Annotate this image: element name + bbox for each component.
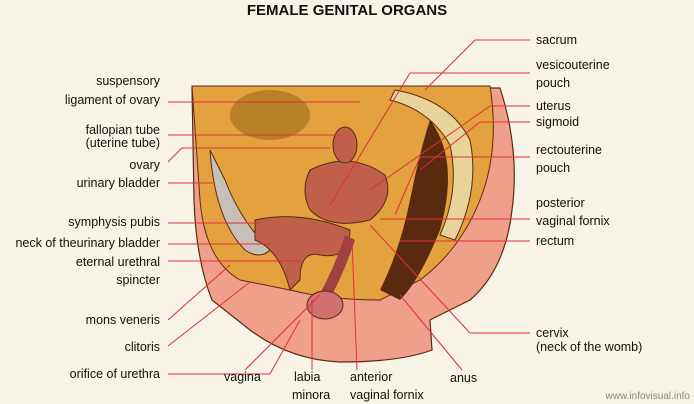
- label-minora: minora: [292, 388, 331, 402]
- watermark: www.infovisual.info: [605, 391, 690, 402]
- label-sacrum: sacrum: [536, 33, 577, 47]
- label-neck-of-womb: (neck of the womb): [536, 340, 643, 354]
- label-anterior-vaginal-fornix: vaginal fornix: [350, 388, 424, 402]
- label-urethral: eternal urethral: [75, 255, 160, 269]
- label-anterior: anterior: [350, 370, 393, 384]
- label-rectum: rectum: [536, 234, 575, 248]
- label-suspensory: suspensory: [96, 74, 160, 88]
- leader-lines: [167, 39, 530, 375]
- label-vesicouterine-pouch: pouch: [536, 76, 571, 90]
- label-posterior: posterior: [536, 196, 585, 210]
- sacrum-shape: [389, 89, 474, 241]
- label-neck-of-bladder: neck of theurinary bladder: [15, 236, 160, 250]
- labia-shape: [306, 290, 344, 320]
- label-labia: labia: [294, 370, 321, 384]
- label-fallopian-tube: fallopian tube: [85, 123, 160, 137]
- label-uterus: uterus: [536, 99, 571, 113]
- diagram-title: FEMALE GENITAL ORGANS: [246, 2, 448, 19]
- shadow: [230, 90, 310, 140]
- bladder-organ: [254, 216, 351, 291]
- label-vesicouterine: vesicouterine: [536, 58, 610, 72]
- label-anus: anus: [450, 371, 478, 385]
- label-rectouterine-pouch: pouch: [536, 161, 571, 175]
- label-orifice-of-urethra: orifice of urethra: [69, 367, 160, 381]
- label-symphysis-pubis: symphysis pubis: [68, 215, 160, 229]
- label-uterine-tube: (uterine tube): [85, 136, 160, 150]
- label-ligament-of-ovary: ligament of ovary: [64, 93, 160, 107]
- uterus-shape: [304, 160, 389, 224]
- label-clitoris: clitoris: [124, 340, 160, 354]
- label-spincter: spincter: [116, 273, 160, 287]
- label-vaginal-fornix: vaginal fornix: [536, 214, 610, 228]
- rectum-shape: [380, 120, 448, 300]
- label-mons-veneris: mons veneris: [85, 313, 160, 327]
- ovary-shape: [332, 126, 358, 164]
- label-cervix: cervix: [536, 326, 569, 340]
- label-sigmoid: sigmoid: [536, 115, 580, 129]
- label-urinary-bladder: urinary bladder: [76, 176, 160, 190]
- label-rectouterine: rectouterine: [536, 143, 603, 157]
- label-vagina: vagina: [224, 370, 261, 384]
- label-ovary: ovary: [129, 158, 160, 172]
